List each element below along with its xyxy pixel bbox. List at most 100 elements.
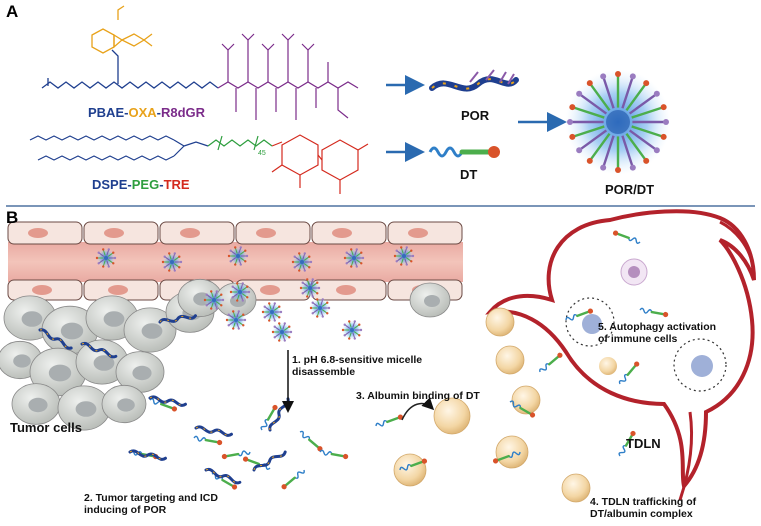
oxa-text: OXA bbox=[128, 105, 157, 120]
dt-molecule bbox=[281, 469, 305, 490]
albumin-particle bbox=[393, 453, 427, 487]
step-4-line1: 4. TDLN trafficking of bbox=[590, 496, 697, 508]
cell-nucleus bbox=[332, 228, 352, 238]
step-4-label: 4. TDLN trafficking of DT/albumin comple… bbox=[590, 496, 696, 520]
pbae-text: PBAE bbox=[88, 105, 125, 120]
dt-molecule bbox=[299, 430, 323, 452]
por-strand bbox=[158, 314, 197, 324]
immune-cells bbox=[565, 258, 727, 392]
dt-molecule bbox=[375, 414, 404, 427]
tumor-cell-nucleus bbox=[75, 401, 97, 417]
dt-molecule bbox=[639, 307, 669, 318]
por-strand bbox=[194, 425, 233, 437]
por-strand bbox=[204, 467, 242, 485]
step-1-label: 1. pH 6.8-sensitive micelle disassemble bbox=[292, 354, 422, 378]
step-1-line1: 1. pH 6.8-sensitive micelle bbox=[292, 354, 423, 366]
pbae-structure bbox=[41, 49, 219, 89]
cell-nucleus bbox=[408, 228, 428, 238]
tumor-cell-nucleus bbox=[48, 364, 72, 382]
separator: - bbox=[124, 105, 129, 120]
micelle-particle bbox=[95, 248, 117, 268]
micelle-particle bbox=[227, 246, 249, 266]
tumor-cell-nucleus bbox=[103, 311, 125, 327]
micelle-particle bbox=[261, 302, 283, 322]
dspe-structure bbox=[29, 135, 209, 161]
tumor-cell-nucleus bbox=[28, 397, 48, 413]
tre-structure bbox=[271, 134, 369, 194]
pbae-oxa-r8dgr-label: PBAE-OXA-R8dGR bbox=[88, 105, 205, 120]
albumin-particle bbox=[433, 397, 471, 435]
cell-nucleus bbox=[260, 285, 280, 295]
micelle-particle bbox=[343, 248, 365, 268]
albumin-particle bbox=[495, 345, 525, 375]
micelle-particle bbox=[203, 290, 225, 310]
dspe-text: DSPE bbox=[92, 177, 128, 192]
dt-molecule bbox=[221, 450, 251, 460]
step-5-line1: 5. Autophagy activation bbox=[598, 321, 717, 333]
por-strand bbox=[80, 341, 118, 359]
por-strand bbox=[38, 328, 73, 350]
peg-subscript: 45 bbox=[258, 150, 266, 157]
tumor-cell-nucleus bbox=[117, 398, 135, 412]
albumin-particle bbox=[485, 307, 515, 337]
dt-molecule bbox=[509, 400, 536, 418]
dt-molecule bbox=[193, 435, 223, 446]
micelle-particle bbox=[299, 278, 321, 298]
cell-nucleus bbox=[108, 285, 128, 295]
step-2-line1: 2. Tumor targeting and ICD bbox=[84, 492, 218, 504]
tumor-cell-cluster bbox=[0, 278, 451, 431]
tumor-cell-nucleus bbox=[424, 295, 440, 307]
por-label: POR bbox=[461, 108, 490, 123]
micelle-particle bbox=[225, 310, 247, 330]
tre-text: TRE bbox=[163, 177, 190, 192]
panel-b-label: B bbox=[6, 208, 19, 227]
dt-molecule bbox=[539, 352, 563, 373]
step-3-label: 3. Albumin binding of DT bbox=[356, 390, 480, 402]
cell-nucleus bbox=[28, 228, 48, 238]
por-strand bbox=[252, 450, 287, 472]
peg-structure bbox=[207, 135, 273, 151]
oxa-structure bbox=[91, 5, 153, 54]
albumin-particle bbox=[511, 385, 541, 415]
tumor-cell-nucleus bbox=[132, 365, 152, 381]
cell-nucleus bbox=[32, 285, 52, 295]
tumor-cell-nucleus bbox=[60, 322, 84, 340]
dt-molecule bbox=[492, 451, 521, 464]
r8dgr-structure bbox=[217, 33, 359, 120]
dt-molecule bbox=[618, 361, 640, 385]
tumor-cell-nucleus bbox=[93, 355, 115, 371]
por-dt-micelle-particle bbox=[565, 69, 671, 175]
micelle-particle bbox=[271, 322, 293, 342]
por-dt-micelle bbox=[565, 69, 671, 175]
micelle-particle bbox=[309, 298, 331, 318]
micelle-particle bbox=[161, 252, 183, 272]
step-4-line2: DT/albumin complex bbox=[590, 508, 693, 520]
dt-molecule bbox=[618, 430, 636, 457]
step-1-line2: disassemble bbox=[292, 366, 356, 378]
albumin-particle bbox=[561, 473, 591, 503]
step-5-line2: of immune cells bbox=[598, 333, 678, 345]
micelle-particle bbox=[291, 252, 313, 272]
dt-molecule bbox=[319, 449, 349, 460]
separator: - bbox=[156, 105, 161, 120]
dt-molecule bbox=[565, 308, 594, 321]
dt-molecule bbox=[612, 230, 641, 244]
step-5-label: 5. Autophagy activation of immune cells bbox=[598, 321, 716, 345]
dt-label: DT bbox=[460, 167, 478, 182]
micelle-particle bbox=[393, 246, 415, 266]
tumor-cell-nucleus bbox=[13, 354, 31, 368]
cell-nucleus bbox=[256, 228, 276, 238]
dspe-peg-tre-label: DSPE-PEG-TRE bbox=[92, 177, 190, 192]
micelle-particle bbox=[341, 320, 363, 340]
r8dgr-text: R8dGR bbox=[160, 105, 206, 120]
por-strand bbox=[148, 395, 187, 407]
albumin-binding-arrow bbox=[401, 397, 435, 421]
separator: - bbox=[159, 177, 164, 192]
step-2-line2: inducing of POR bbox=[84, 504, 167, 516]
dt-icon bbox=[428, 146, 500, 158]
peg-text: PEG bbox=[131, 177, 160, 192]
tumor-cell-nucleus bbox=[21, 311, 43, 327]
dt-molecule bbox=[260, 404, 278, 431]
separator: - bbox=[127, 177, 132, 192]
